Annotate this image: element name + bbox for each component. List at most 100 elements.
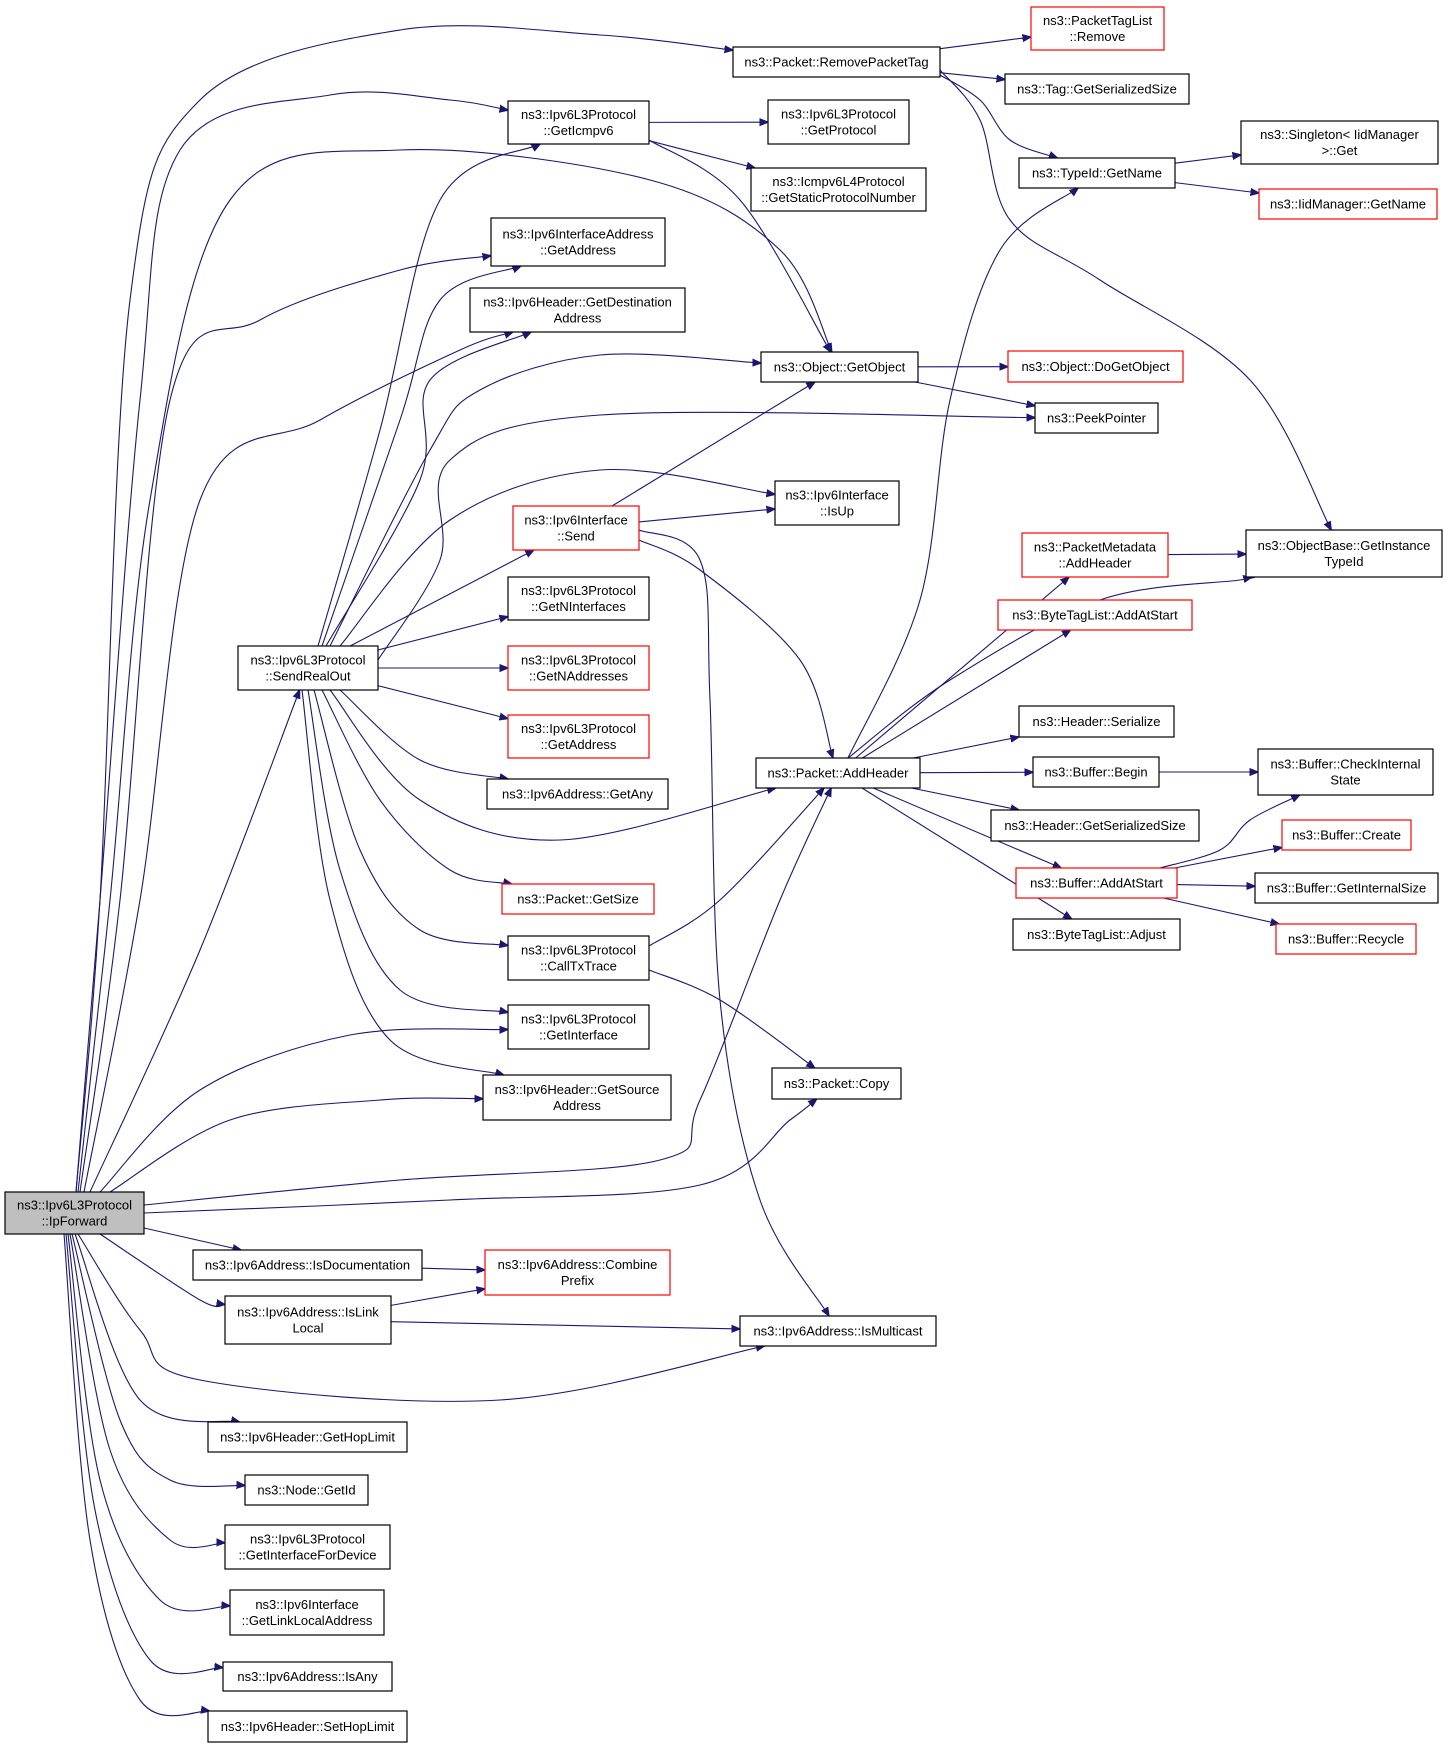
node-box[interactable] (774, 480, 900, 526)
node-box[interactable] (507, 645, 650, 691)
node-sendrealout[interactable]: ns3::Ipv6L3Protocol::SendRealOut (237, 645, 379, 691)
node-header-getserializedsize[interactable]: ns3::Header::GetSerializedSize (990, 809, 1200, 842)
node-box[interactable] (482, 1074, 672, 1121)
node-box[interactable] (1275, 923, 1417, 955)
node-iface-getlinklocaladdress[interactable]: ns3::Ipv6Interface::GetLinkLocalAddress (229, 1589, 385, 1636)
node-box[interactable] (507, 935, 650, 981)
node-box[interactable] (469, 287, 686, 333)
node-buffer-create[interactable]: ns3::Buffer::Create (1281, 819, 1412, 851)
node-box[interactable] (1257, 748, 1434, 796)
node-packet-copy[interactable]: ns3::Packet::Copy (771, 1067, 902, 1100)
node-pktmeta-addheader[interactable]: ns3::PacketMetadata::AddHeader (1021, 532, 1169, 578)
node-box[interactable] (1007, 350, 1184, 383)
node-box[interactable] (224, 1295, 392, 1345)
node-box[interactable] (1004, 73, 1190, 105)
node-calltxtrace[interactable]: ns3::Ipv6L3Protocol::CallTxTrace (507, 935, 650, 981)
node-box[interactable] (229, 1589, 385, 1636)
node-box[interactable] (507, 576, 650, 621)
node-box[interactable] (1018, 705, 1175, 738)
node-box[interactable] (1018, 157, 1176, 189)
node-getinterfacefordevice[interactable]: ns3::Ipv6L3Protocol::GetInterfaceForDevi… (224, 1524, 391, 1570)
node-icmp-getstaticprotocolnumber[interactable]: ns3::Icmpv6L4Protocol::GetStaticProtocol… (750, 167, 927, 212)
node-l3-getaddress[interactable]: ns3::Ipv6L3Protocol::GetAddress (507, 714, 650, 759)
node-peekpointer[interactable]: ns3::PeekPointer (1034, 402, 1159, 434)
node-box[interactable] (750, 167, 927, 212)
node-box[interactable] (990, 809, 1200, 842)
node-addr-isany[interactable]: ns3::Ipv6Address::IsAny (222, 1661, 393, 1692)
node-box[interactable] (192, 1249, 423, 1281)
node-box[interactable] (486, 778, 669, 810)
node-buffer-recycle[interactable]: ns3::Buffer::Recycle (1275, 923, 1417, 955)
node-box[interactable] (1245, 529, 1443, 578)
node-addr-getany[interactable]: ns3::Ipv6Address::GetAny (486, 778, 669, 810)
node-box[interactable] (1012, 918, 1181, 951)
node-box[interactable] (1254, 872, 1439, 904)
node-iface-send[interactable]: ns3::Ipv6Interface::Send (512, 505, 640, 551)
node-box[interactable] (767, 99, 910, 145)
node-box[interactable] (207, 1710, 408, 1743)
node-buffer-addatstart[interactable]: ns3::Buffer::AddAtStart (1015, 867, 1178, 899)
node-ifaceaddr-getaddress[interactable]: ns3::Ipv6InterfaceAddress::GetAddress (490, 217, 666, 267)
node-box[interactable] (997, 599, 1193, 631)
node-box[interactable] (4, 1191, 145, 1235)
node-box[interactable] (512, 505, 640, 551)
node-box[interactable] (224, 1524, 391, 1570)
node-box[interactable] (490, 217, 666, 267)
node-packettaglist-remove[interactable]: ns3::PacketTagList::Remove (1030, 6, 1165, 51)
node-l3-getinterface[interactable]: ns3::Ipv6L3Protocol::GetInterface (507, 1004, 650, 1050)
node-bytetaglist-adjust[interactable]: ns3::ByteTagList::Adjust (1012, 918, 1181, 951)
node-box[interactable] (244, 1474, 369, 1506)
node-box[interactable] (1030, 6, 1165, 51)
node-box[interactable] (507, 714, 650, 759)
node-box[interactable] (484, 1249, 671, 1296)
node-addr-ismulticast[interactable]: ns3::Ipv6Address::IsMulticast (739, 1315, 937, 1347)
node-box[interactable] (207, 1421, 408, 1453)
node-getnaddresses[interactable]: ns3::Ipv6L3Protocol::GetNAddresses (507, 645, 650, 691)
node-ipforward[interactable]: ns3::Ipv6L3Protocol::IpForward (4, 1191, 145, 1235)
node-box[interactable] (755, 757, 921, 789)
node-box[interactable] (1240, 120, 1439, 165)
node-box[interactable] (507, 100, 650, 145)
node-geticmpv6[interactable]: ns3::Ipv6L3Protocol::GetIcmpv6 (507, 100, 650, 145)
node-box[interactable] (760, 351, 919, 383)
node-object-dogetobject[interactable]: ns3::Object::DoGetObject (1007, 350, 1184, 383)
node-typeid-getname[interactable]: ns3::TypeId::GetName (1018, 157, 1176, 189)
node-box[interactable] (1021, 532, 1169, 578)
node-buffer-getinternalsize[interactable]: ns3::Buffer::GetInternalSize (1254, 872, 1439, 904)
node-packet-getsize[interactable]: ns3::Packet::GetSize (501, 883, 655, 915)
node-iidmanager-getname[interactable]: ns3::IidManager::GetName (1258, 188, 1438, 220)
node-iface-isup[interactable]: ns3::Ipv6Interface::IsUp (774, 480, 900, 526)
node-addr-isdocumentation[interactable]: ns3::Ipv6Address::IsDocumentation (192, 1249, 423, 1281)
node-box[interactable] (1281, 819, 1412, 851)
node-buffer-begin[interactable]: ns3::Buffer::Begin (1032, 756, 1160, 788)
node-box[interactable] (1032, 756, 1160, 788)
node-box[interactable] (771, 1067, 902, 1100)
node-box[interactable] (501, 883, 655, 915)
node-singleton-get[interactable]: ns3::Singleton< IidManager >::Get (1240, 120, 1439, 165)
node-object-getobject[interactable]: ns3::Object::GetObject (760, 351, 919, 383)
node-box[interactable] (732, 46, 941, 78)
node-node-getid[interactable]: ns3::Node::GetId (244, 1474, 369, 1506)
node-hdr-gethoplimit[interactable]: ns3::Ipv6Header::GetHopLimit (207, 1421, 408, 1453)
node-hdr-sethoplimit[interactable]: ns3::Ipv6Header::SetHopLimit (207, 1710, 408, 1743)
node-tag-getserializedsize[interactable]: ns3::Tag::GetSerializedSize (1004, 73, 1190, 105)
node-l3-getprotocol[interactable]: ns3::Ipv6L3Protocol::GetProtocol (767, 99, 910, 145)
node-header-serialize[interactable]: ns3::Header::Serialize (1018, 705, 1175, 738)
node-box[interactable] (1258, 188, 1438, 220)
node-box[interactable] (237, 645, 379, 691)
node-box[interactable] (222, 1661, 393, 1692)
node-packet-addheader[interactable]: ns3::Packet::AddHeader (755, 757, 921, 789)
node-box[interactable] (507, 1004, 650, 1050)
node-bytetaglist-addatstart[interactable]: ns3::ByteTagList::AddAtStart (997, 599, 1193, 631)
node-box[interactable] (739, 1315, 937, 1347)
node-removepackettag[interactable]: ns3::Packet::RemovePacketTag (732, 46, 941, 78)
node-box[interactable] (1015, 867, 1178, 899)
node-getninterfaces[interactable]: ns3::Ipv6L3Protocol::GetNInterfaces (507, 576, 650, 621)
node-box[interactable] (1034, 402, 1159, 434)
